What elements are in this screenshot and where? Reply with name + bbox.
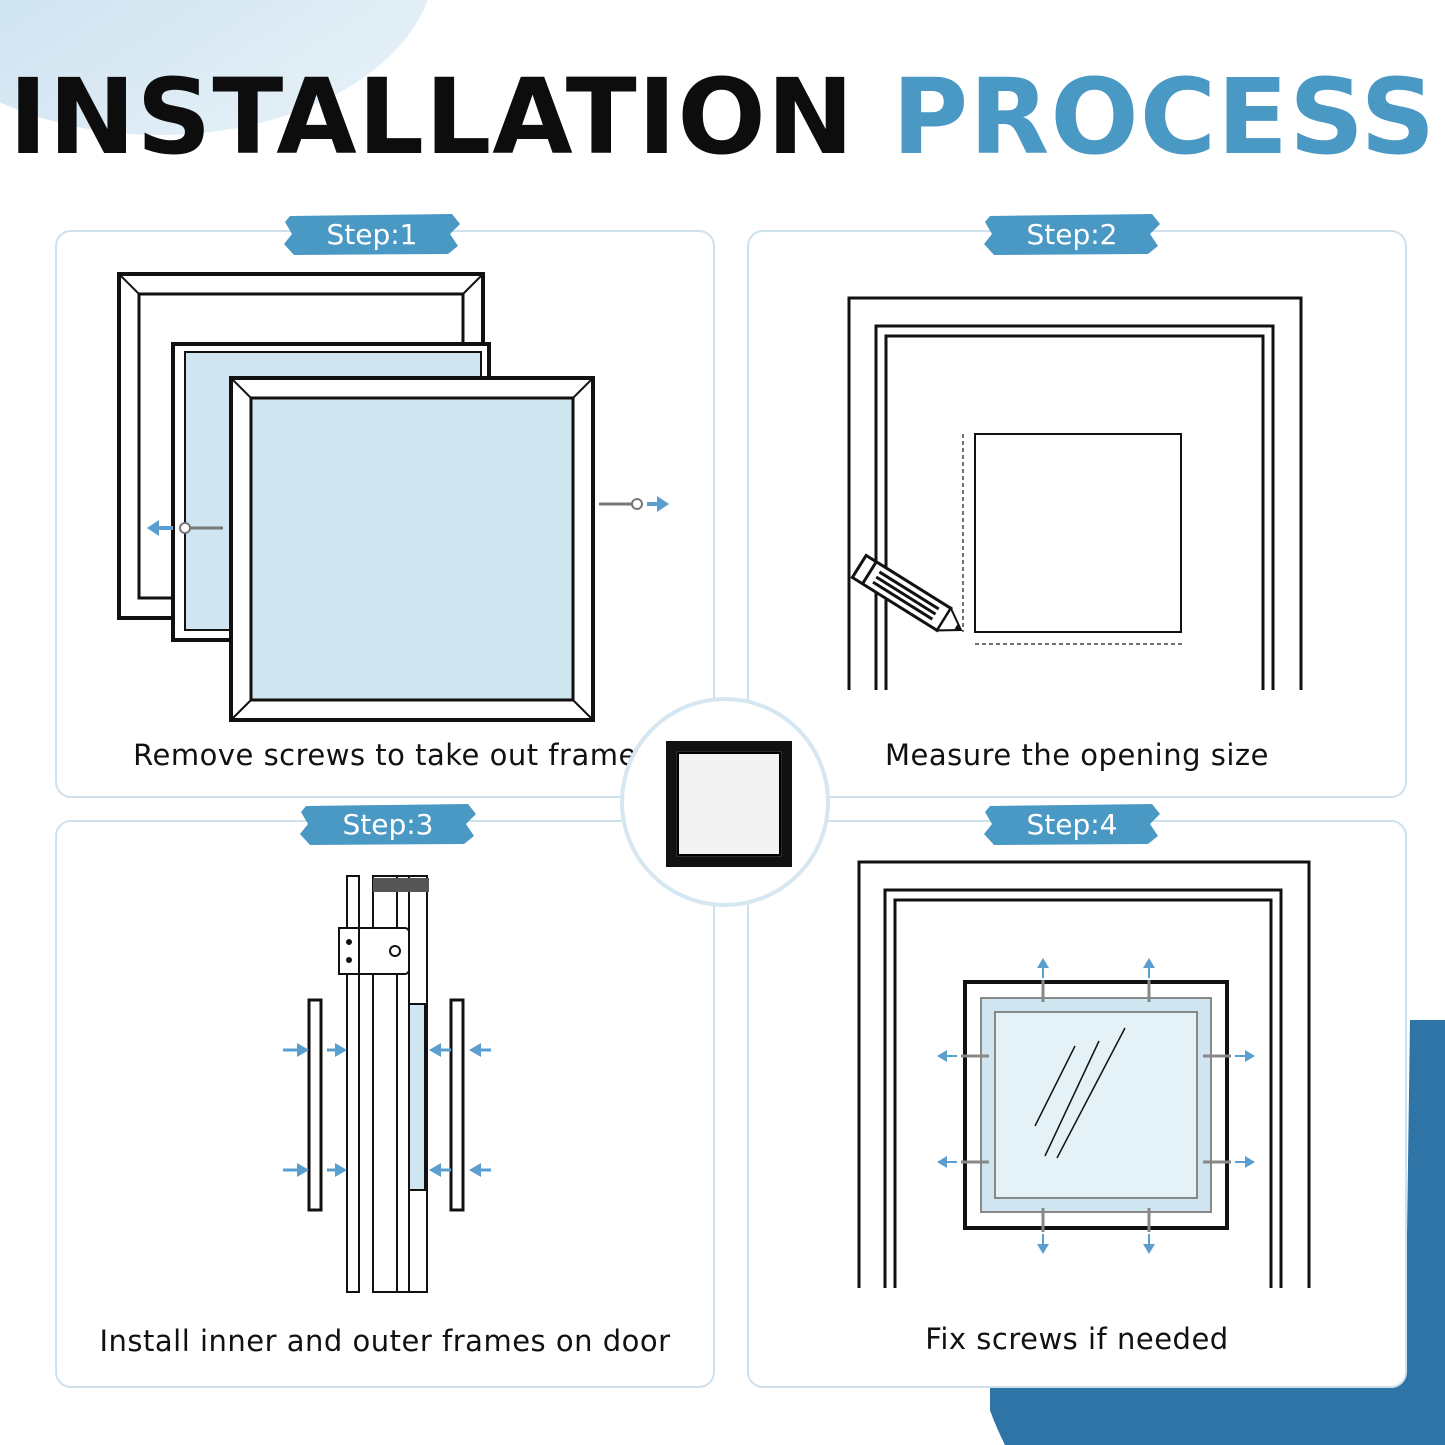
step-4-card: Fix screws if needed bbox=[747, 820, 1407, 1388]
title-part-1: INSTALLATION bbox=[8, 56, 855, 178]
frame-cross-section-illustration bbox=[283, 875, 491, 1293]
step-1-badge: Step:1 bbox=[284, 212, 460, 256]
step-1-caption: Remove screws to take out frame bbox=[133, 738, 637, 772]
step-2-caption: Measure the opening size bbox=[885, 738, 1269, 772]
page-title: INSTALLATION PROCESS bbox=[0, 62, 1445, 172]
decor-circle-top-left bbox=[0, 0, 428, 135]
step-3-card: Install inner and outer frames on door bbox=[55, 820, 715, 1388]
frame-installed-illustration bbox=[857, 860, 1311, 1288]
step-4-badge: Step:4 bbox=[984, 802, 1160, 846]
product-thumbnail-circle bbox=[620, 697, 830, 907]
step-2-badge: Step:2 bbox=[984, 212, 1160, 256]
brush-stroke-shape bbox=[984, 804, 1160, 845]
door-measure-illustration bbox=[847, 296, 1303, 690]
step-4-caption: Fix screws if needed bbox=[925, 1322, 1229, 1356]
frames-exploded-illustration bbox=[117, 272, 669, 722]
decor-shape-bottom-right bbox=[990, 1020, 1445, 1445]
step-2-card: Measure the opening size bbox=[747, 230, 1407, 798]
step-1-card: Remove screws to take out frame bbox=[55, 230, 715, 798]
title-part-2: PROCESS bbox=[892, 56, 1437, 178]
brush-stroke-shape bbox=[300, 804, 476, 845]
step-3-caption: Install inner and outer frames on door bbox=[99, 1324, 671, 1358]
black-frame-thumbnail bbox=[666, 741, 792, 867]
brush-stroke-shape bbox=[284, 214, 460, 255]
brush-stroke-shape bbox=[984, 214, 1160, 255]
step-3-badge: Step:3 bbox=[300, 802, 476, 846]
